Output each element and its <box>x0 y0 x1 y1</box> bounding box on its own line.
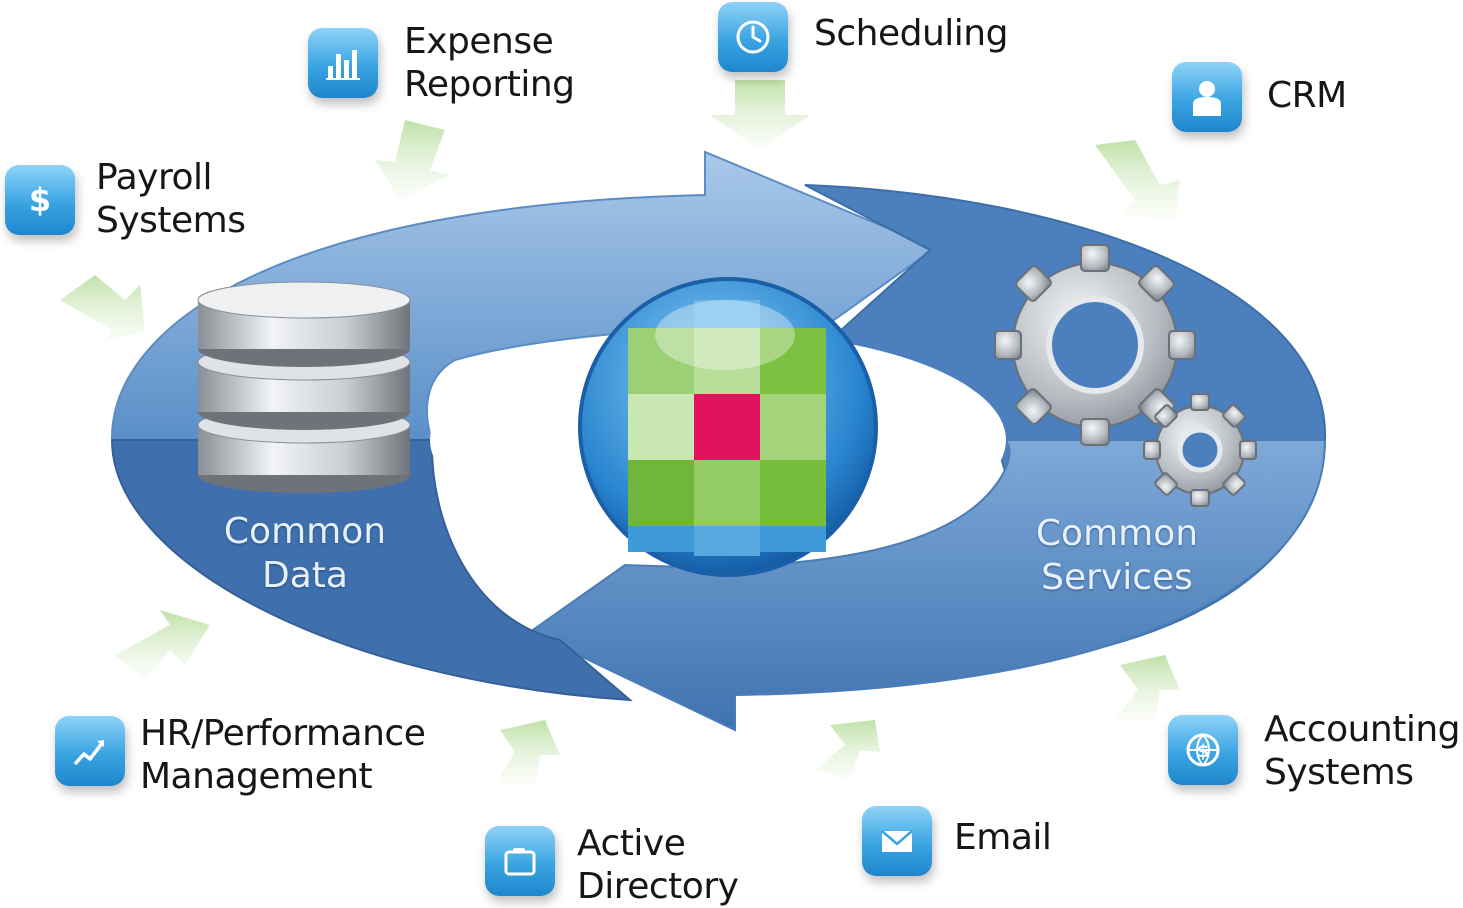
logo-center-square <box>694 394 760 460</box>
common-services-label: Common Services <box>1022 512 1212 600</box>
active-directory-line2: Directory <box>577 866 739 907</box>
feed-arrow-email <box>815 720 880 780</box>
trend-chart-icon <box>55 716 125 786</box>
database-icon <box>197 281 411 493</box>
gears-icon <box>994 244 1257 507</box>
center-logo-orb <box>578 277 878 577</box>
svg-text:$: $ <box>29 181 51 219</box>
hr-performance-label: HR/Performance Management <box>140 712 426 798</box>
email-label: Email <box>954 816 1052 859</box>
active-directory-label: Active Directory <box>577 822 739 908</box>
folder-icon <box>485 826 555 896</box>
crm-label: CRM <box>1267 74 1347 117</box>
feed-arrow-active-directory <box>495 720 560 785</box>
common-data-label-line1: Common <box>223 511 387 552</box>
active-directory-line1: Active <box>577 823 686 864</box>
expense-reporting-label: Expense Reporting <box>404 20 575 106</box>
bar-chart-icon <box>308 28 378 98</box>
email-line1: Email <box>954 817 1052 858</box>
payroll-systems-line1: Payroll <box>96 157 212 198</box>
cycle-arrow-bottom <box>528 439 1327 732</box>
payroll-systems-line2: Systems <box>96 200 246 241</box>
feed-arrow-hr <box>115 610 210 680</box>
hr-performance-line1: HR/Performance <box>140 713 426 754</box>
feed-arrows <box>60 80 1180 785</box>
crm-line1: CRM <box>1267 75 1347 116</box>
feed-arrow-payroll <box>60 275 145 345</box>
cycle-arrow-left <box>110 439 633 702</box>
common-services-label-line1: Common <box>1035 513 1199 554</box>
common-data-label-line2: Data <box>262 555 348 596</box>
feed-arrow-scheduling <box>710 80 810 150</box>
accounting-systems-line1: Accounting <box>1264 709 1461 750</box>
common-services-label-line2: Services <box>1041 557 1193 598</box>
clock-icon <box>718 2 788 72</box>
hr-performance-line2: Management <box>140 756 373 797</box>
scheduling-label: Scheduling <box>814 12 1008 55</box>
globe-dollar-icon: $ <box>1168 715 1238 785</box>
accounting-systems-label: Accounting Systems <box>1264 708 1461 794</box>
feed-arrow-expense <box>375 120 450 200</box>
scheduling-line1: Scheduling <box>814 13 1008 54</box>
envelope-icon <box>862 806 932 876</box>
feed-arrow-accounting <box>1115 655 1180 720</box>
dollar-icon: $ <box>5 165 75 235</box>
person-icon <box>1172 62 1242 132</box>
common-data-label: Common Data <box>215 510 395 598</box>
feed-arrow-crm <box>1095 140 1180 220</box>
svg-text:$: $ <box>1197 741 1210 762</box>
expense-reporting-line1: Expense <box>404 21 554 62</box>
payroll-systems-label: Payroll Systems <box>96 156 246 242</box>
expense-reporting-line2: Reporting <box>404 64 575 105</box>
accounting-systems-line2: Systems <box>1264 752 1414 793</box>
